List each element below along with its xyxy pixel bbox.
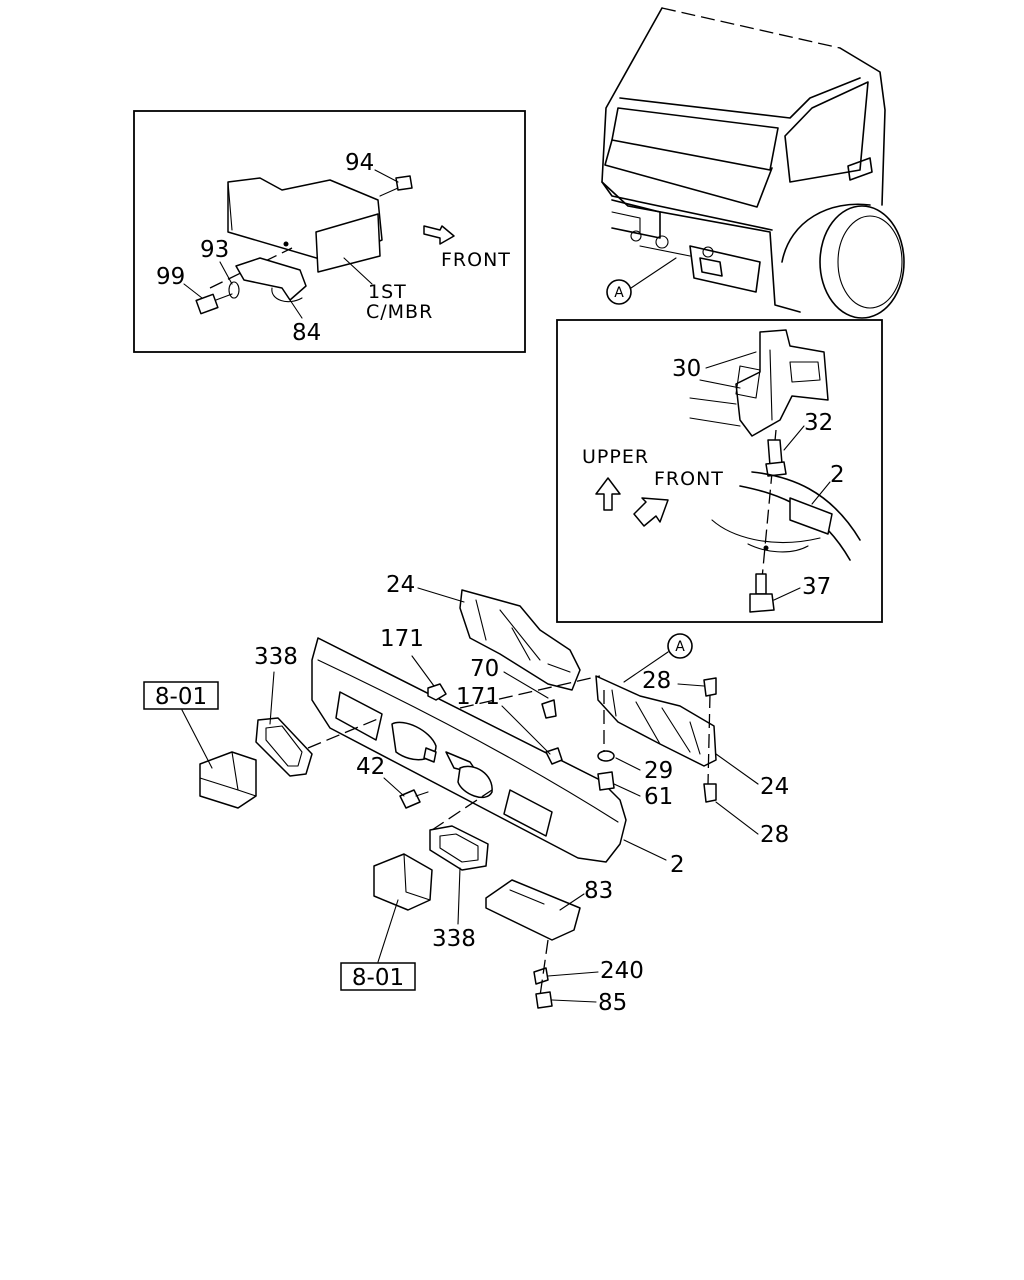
ref-70: 70 <box>470 656 499 682</box>
callout-a-leader-top <box>630 257 677 289</box>
leader-83 <box>559 893 585 911</box>
ref-85: 85 <box>598 990 627 1016</box>
ref-94: 94 <box>345 150 374 176</box>
leader-85 <box>551 999 597 1003</box>
callout-a-circle-main <box>667 633 693 659</box>
label-1st: 1ST <box>368 281 407 303</box>
leader-42 <box>383 777 405 797</box>
leader-61 <box>613 783 641 797</box>
ref-30: 30 <box>672 356 701 382</box>
bumper-assembly-drawing <box>199 589 717 1009</box>
inset-tow-hook-frame <box>133 110 526 353</box>
leader-70 <box>503 671 549 699</box>
label-cmbr: C/MBR <box>366 301 433 323</box>
leader-171-upper <box>411 655 435 687</box>
ref-84: 84 <box>292 320 321 346</box>
inset-bracket-frame <box>556 319 883 623</box>
section-ref-upper[interactable]: 8-01 <box>155 684 207 710</box>
leader-84 <box>285 293 303 319</box>
leader-28-bottom <box>715 801 759 835</box>
leader-99 <box>183 283 203 299</box>
ref-29: 29 <box>644 758 673 784</box>
label-front-inset1: FRONT <box>441 249 511 271</box>
leader-24-left <box>417 587 465 603</box>
truck-cab-illustration <box>601 7 905 319</box>
callout-a-main: A <box>675 639 685 655</box>
leader-24-right <box>715 753 759 785</box>
leader-171-lower <box>501 705 551 755</box>
inset-bracket-drawing <box>595 329 861 613</box>
ref-24-right: 24 <box>760 774 789 800</box>
callout-a-circle-top <box>606 279 632 305</box>
section-ref-lower[interactable]: 8-01 <box>352 965 404 991</box>
leader-338-lower <box>457 867 461 925</box>
ref-99: 99 <box>156 264 185 290</box>
ref-28-top: 28 <box>642 668 671 694</box>
label-front-inset2: FRONT <box>654 468 724 490</box>
label-upper: UPPER <box>582 446 649 468</box>
leader-32 <box>783 425 805 451</box>
ref-83: 83 <box>584 878 613 904</box>
leader-338-upper <box>269 671 275 725</box>
leader-37 <box>773 587 801 601</box>
ref-32: 32 <box>804 410 833 436</box>
ref-171-upper: 171 <box>380 626 424 652</box>
callout-a-top: A <box>614 285 624 301</box>
inset-tow-hook-drawing <box>195 175 455 315</box>
ref-171-lower: 171 <box>456 684 500 710</box>
leader-2-main <box>623 839 667 861</box>
leader-1st-cmbr <box>343 257 373 285</box>
leader-section-upper <box>181 709 213 769</box>
section-ref-box-upper[interactable] <box>143 681 219 710</box>
ref-37: 37 <box>802 574 831 600</box>
ref-61: 61 <box>644 784 673 810</box>
ref-2-inset: 2 <box>830 462 845 488</box>
leader-29 <box>615 757 641 771</box>
ref-2-main: 2 <box>670 852 685 878</box>
ref-42: 42 <box>356 754 385 780</box>
ref-240: 240 <box>600 958 644 984</box>
ref-24-left: 24 <box>386 572 415 598</box>
ref-93: 93 <box>200 237 229 263</box>
leader-2-inset <box>811 481 831 505</box>
leader-240 <box>547 971 599 977</box>
leader-93 <box>219 261 233 285</box>
ref-338-upper: 338 <box>254 644 298 670</box>
leader-30 <box>705 351 757 369</box>
section-ref-box-lower[interactable] <box>340 962 416 991</box>
ref-338-lower: 338 <box>432 926 476 952</box>
leader-28-top <box>677 683 705 687</box>
leader-94 <box>374 169 399 183</box>
leader-section-lower <box>377 899 399 963</box>
callout-a-leader-main <box>623 651 669 683</box>
ref-28-bottom: 28 <box>760 822 789 848</box>
